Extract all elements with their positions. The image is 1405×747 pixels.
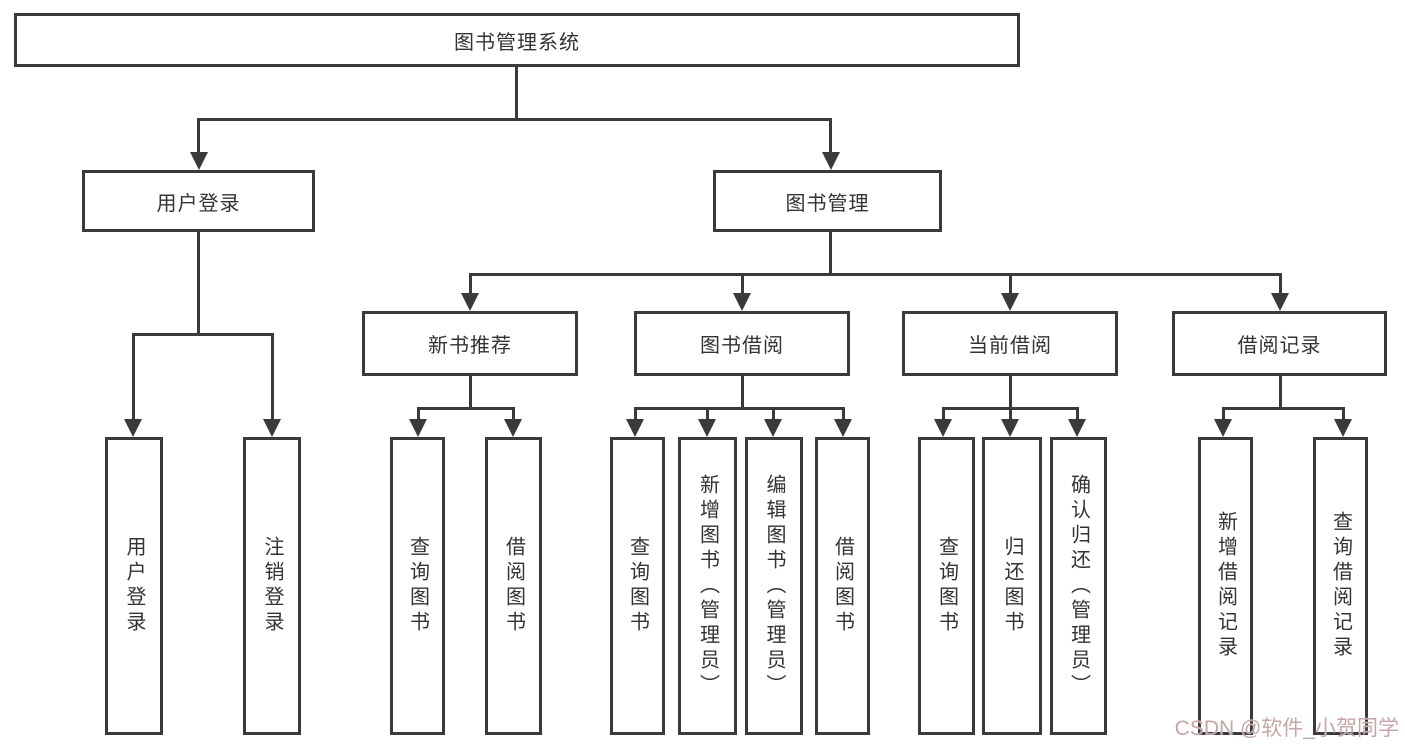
connector-book-mgmt-split: [469, 273, 1282, 276]
leaf-user-login: 用户登录: [105, 437, 163, 735]
arrowhead-leaf-user1-icon: [124, 419, 142, 437]
arrowhead-leaf-cb2-icon: [1001, 419, 1019, 437]
connector-user-login-split: [132, 333, 273, 336]
arrowhead-leaf-cb1-icon: [934, 419, 952, 437]
csdn-watermark: CSDN @软件_小贺同学: [1174, 717, 1399, 740]
node-current-borrow: 当前借阅: [902, 311, 1118, 376]
connector-borrow-record-split: [1222, 407, 1345, 410]
leaf-br-query-record-label: 查询借阅记录: [1329, 511, 1352, 661]
connector-to-leaf-nb2: [512, 407, 515, 421]
leaf-bb-add-book-admin: 新增图书（管理员）: [678, 437, 737, 735]
leaf-br-add-record: 新增借阅记录: [1198, 437, 1253, 735]
arrowhead-book-borrow-icon: [733, 293, 751, 311]
node-current-borrow-label: 当前借阅: [968, 335, 1052, 357]
node-root-label: 图书管理系统: [454, 31, 580, 54]
arrowhead-leaf-bb1-icon: [626, 419, 644, 437]
leaf-bb-edit-book-admin: 编辑图书（管理员）: [745, 437, 803, 735]
leaf-bb-query-book: 查询图书: [610, 437, 665, 735]
connector-to-leaf-bb4: [842, 407, 845, 421]
connector-to-book-borrow: [741, 273, 744, 297]
arrowhead-leaf-nb2-icon: [504, 419, 522, 437]
leaf-bb-add-book-admin-label: 新增图书（管理员）: [696, 473, 719, 699]
arrowhead-book-mgmt-icon: [822, 152, 840, 170]
arrowhead-borrow-record-icon: [1271, 293, 1289, 311]
leaf-br-query-record: 查询借阅记录: [1313, 437, 1368, 735]
connector-to-leaf-nb1: [417, 407, 420, 421]
leaf-bb-query-book-label: 查询图书: [626, 536, 649, 636]
arrowhead-leaf-user2-icon: [263, 419, 281, 437]
arrowhead-leaf-bb3-icon: [764, 419, 782, 437]
leaf-cb-return-book-label: 归还图书: [1001, 536, 1023, 636]
node-book-mgmt-label: 图书管理: [785, 192, 870, 215]
arrowhead-leaf-bb4-icon: [834, 419, 852, 437]
node-new-book: 新书推荐: [362, 311, 578, 376]
connector-new-book-split: [417, 407, 515, 410]
node-user-login-label: 用户登录: [156, 192, 241, 215]
connector-to-leaf-bb2: [706, 407, 709, 421]
connector-to-borrow-record: [1279, 273, 1282, 297]
connector-book-borrow-split: [634, 407, 845, 410]
node-book-borrow-label: 图书借阅: [700, 335, 784, 357]
arrowhead-user-login-icon: [190, 152, 208, 170]
leaf-cb-return-book: 归还图书: [982, 437, 1042, 735]
connector-user-login-stem: [197, 232, 200, 336]
connector-to-leaf-user1: [132, 333, 135, 421]
connector-to-leaf-cb2: [1009, 407, 1012, 421]
node-new-book-label: 新书推荐: [428, 335, 512, 357]
connector-to-leaf-cb3: [1076, 407, 1079, 421]
leaf-logout: 注销登录: [243, 437, 301, 735]
connector-to-user-login: [197, 118, 200, 156]
leaf-cb-query-book: 查询图书: [918, 437, 975, 735]
arrowhead-new-book-icon: [461, 293, 479, 311]
node-root-library-system: 图书管理系统: [14, 13, 1020, 67]
leaf-cb-confirm-return-admin: 确认归还（管理员）: [1050, 437, 1107, 735]
connector-to-book-mgmt: [829, 118, 832, 156]
arrowhead-leaf-cb3-icon: [1068, 419, 1086, 437]
node-book-mgmt: 图书管理: [713, 170, 942, 232]
connector-borrow-record-stem: [1279, 376, 1282, 410]
leaf-nb-borrow-book-label: 借阅图书: [502, 536, 525, 636]
leaf-cb-query-book-label: 查询图书: [935, 536, 958, 636]
node-borrow-record: 借阅记录: [1172, 311, 1387, 376]
connector-to-leaf-bb1: [634, 407, 637, 421]
connector-root-stem: [515, 67, 518, 119]
leaf-nb-query-book: 查询图书: [390, 437, 445, 735]
connector-to-leaf-br1: [1222, 407, 1225, 421]
leaf-logout-label: 注销登录: [261, 536, 283, 636]
arrowhead-leaf-nb1-icon: [409, 419, 427, 437]
node-book-borrow: 图书借阅: [634, 311, 850, 376]
leaf-bb-borrow-book-label: 借阅图书: [831, 536, 854, 636]
leaf-bb-borrow-book: 借阅图书: [815, 437, 870, 735]
connector-to-new-book: [469, 273, 472, 297]
connector-new-book-stem: [469, 376, 472, 410]
leaf-nb-borrow-book: 借阅图书: [485, 437, 542, 735]
leaf-bb-edit-book-admin-label: 编辑图书（管理员）: [763, 473, 785, 699]
connector-to-leaf-user2: [271, 333, 274, 421]
connector-to-leaf-br2: [1342, 407, 1345, 421]
connector-current-borrow-stem: [1009, 376, 1012, 410]
leaf-nb-query-book-label: 查询图书: [406, 536, 429, 636]
leaf-br-add-record-label: 新增借阅记录: [1214, 511, 1237, 661]
connector-root-split: [198, 118, 832, 121]
connector-book-borrow-stem: [741, 376, 744, 410]
node-user-login: 用户登录: [82, 170, 315, 232]
arrowhead-leaf-br2-icon: [1334, 419, 1352, 437]
connector-to-leaf-cb1: [942, 407, 945, 421]
node-borrow-record-label: 借阅记录: [1237, 335, 1322, 357]
leaf-cb-confirm-return-admin-label: 确认归还（管理员）: [1067, 473, 1090, 699]
connector-to-current-borrow: [1009, 273, 1012, 297]
arrowhead-leaf-bb2-icon: [698, 419, 716, 437]
arrowhead-leaf-br1-icon: [1214, 419, 1232, 437]
arrowhead-current-borrow-icon: [1001, 293, 1019, 311]
connector-book-mgmt-stem: [829, 232, 832, 276]
connector-to-leaf-bb3: [772, 407, 775, 421]
leaf-user-login-label: 用户登录: [123, 536, 145, 636]
